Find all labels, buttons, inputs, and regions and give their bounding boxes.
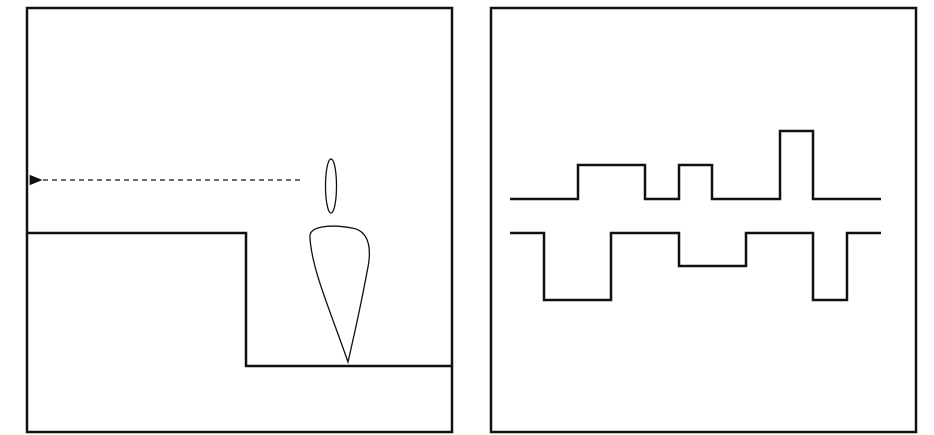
probe-tip: [310, 226, 369, 362]
lower-pulse-trace: [510, 233, 881, 300]
left-panel-frame: [27, 8, 452, 432]
right-panel-frame: [491, 8, 916, 432]
upper-pulse-trace: [510, 131, 881, 199]
right-panel: [491, 8, 916, 432]
left-panel: [27, 8, 452, 432]
detached-ellipse: [326, 159, 337, 213]
step-profile: [27, 233, 452, 366]
